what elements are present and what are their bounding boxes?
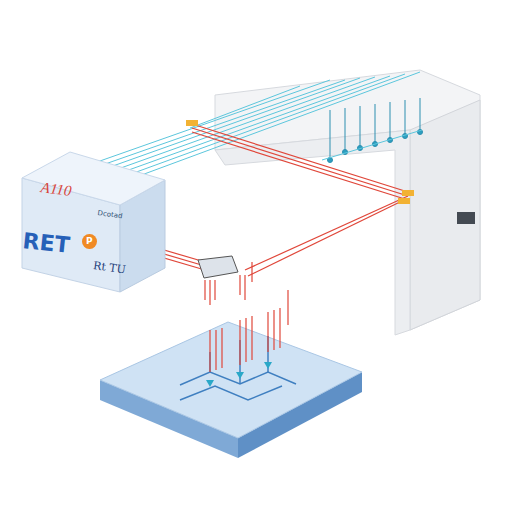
cabinet-port (457, 212, 475, 224)
indicator-icon: P (82, 234, 97, 249)
cabinet-front (215, 130, 410, 335)
power-wires (130, 124, 408, 276)
brand-label: RET (22, 230, 71, 257)
control-box: A110DcotadRET P Rt TU (22, 170, 167, 290)
hanging-pins (205, 262, 288, 372)
plate-traces (180, 336, 296, 400)
wire-clip (402, 190, 414, 196)
cabinet-shell (215, 70, 480, 330)
terminal-block (198, 256, 238, 278)
unit-label: Rt TU (92, 260, 126, 275)
cabinet-side (410, 100, 480, 330)
box-top (22, 152, 165, 205)
wire-clip (398, 198, 410, 204)
wire-clip (186, 120, 198, 126)
signal-wires (80, 72, 420, 180)
cabinet-probes (322, 98, 423, 163)
small-label: Dcotad (97, 210, 123, 220)
base-plate (100, 322, 362, 438)
model-number: A110 (40, 180, 72, 199)
